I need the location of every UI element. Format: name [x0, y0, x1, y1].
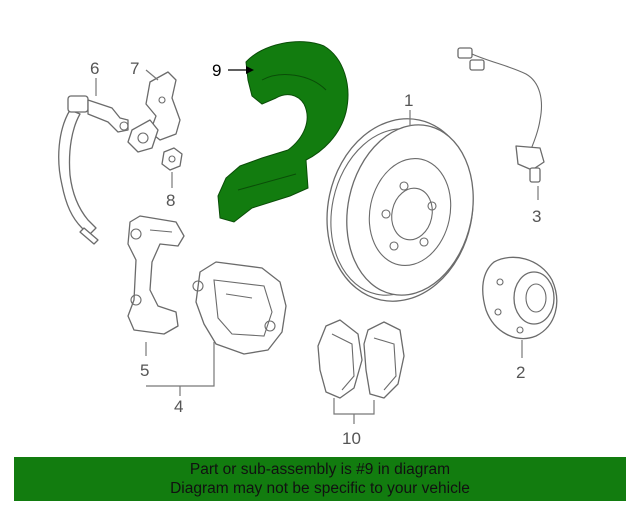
- callout-3[interactable]: 3: [532, 207, 541, 226]
- part-info-banner: Part or sub-assembly is #9 in diagram Di…: [14, 457, 626, 501]
- part-5-caliper-bracket[interactable]: [127, 215, 185, 335]
- banner-line-2: Diagram may not be specific to your vehi…: [170, 480, 470, 497]
- part-7-bracket[interactable]: [127, 71, 181, 153]
- part-8-clip[interactable]: [161, 147, 183, 171]
- callout-9[interactable]: 9: [212, 61, 221, 80]
- part-3-abs-sensor[interactable]: [457, 47, 545, 183]
- banner-line-1: Part or sub-assembly is #9 in diagram: [189, 461, 451, 478]
- leader-4: [146, 342, 215, 396]
- callout-1[interactable]: 1: [404, 91, 413, 110]
- part-9-splash-shield[interactable]: [217, 41, 349, 223]
- callout-5[interactable]: 5: [140, 361, 149, 380]
- part-6-brake-hose[interactable]: [58, 95, 129, 245]
- callout-8[interactable]: 8: [166, 191, 175, 210]
- callout-6[interactable]: 6: [90, 59, 99, 78]
- splash-shield-highlight: [217, 41, 349, 223]
- parts-diagram: 6 7 8 9 1: [58, 41, 558, 448]
- part-4-caliper[interactable]: [192, 261, 287, 355]
- callout-10[interactable]: 10: [342, 429, 361, 448]
- part-10-brake-pads[interactable]: [317, 319, 405, 399]
- callout-2[interactable]: 2: [516, 363, 525, 382]
- leader-10: [333, 398, 375, 424]
- part-1-brake-rotor[interactable]: [310, 105, 489, 315]
- callout-4[interactable]: 4: [174, 397, 183, 416]
- callout-7[interactable]: 7: [130, 59, 139, 78]
- leader-9-arrow: [246, 66, 254, 74]
- leader-7: [145, 69, 159, 81]
- part-2-wheel-hub[interactable]: [482, 256, 558, 340]
